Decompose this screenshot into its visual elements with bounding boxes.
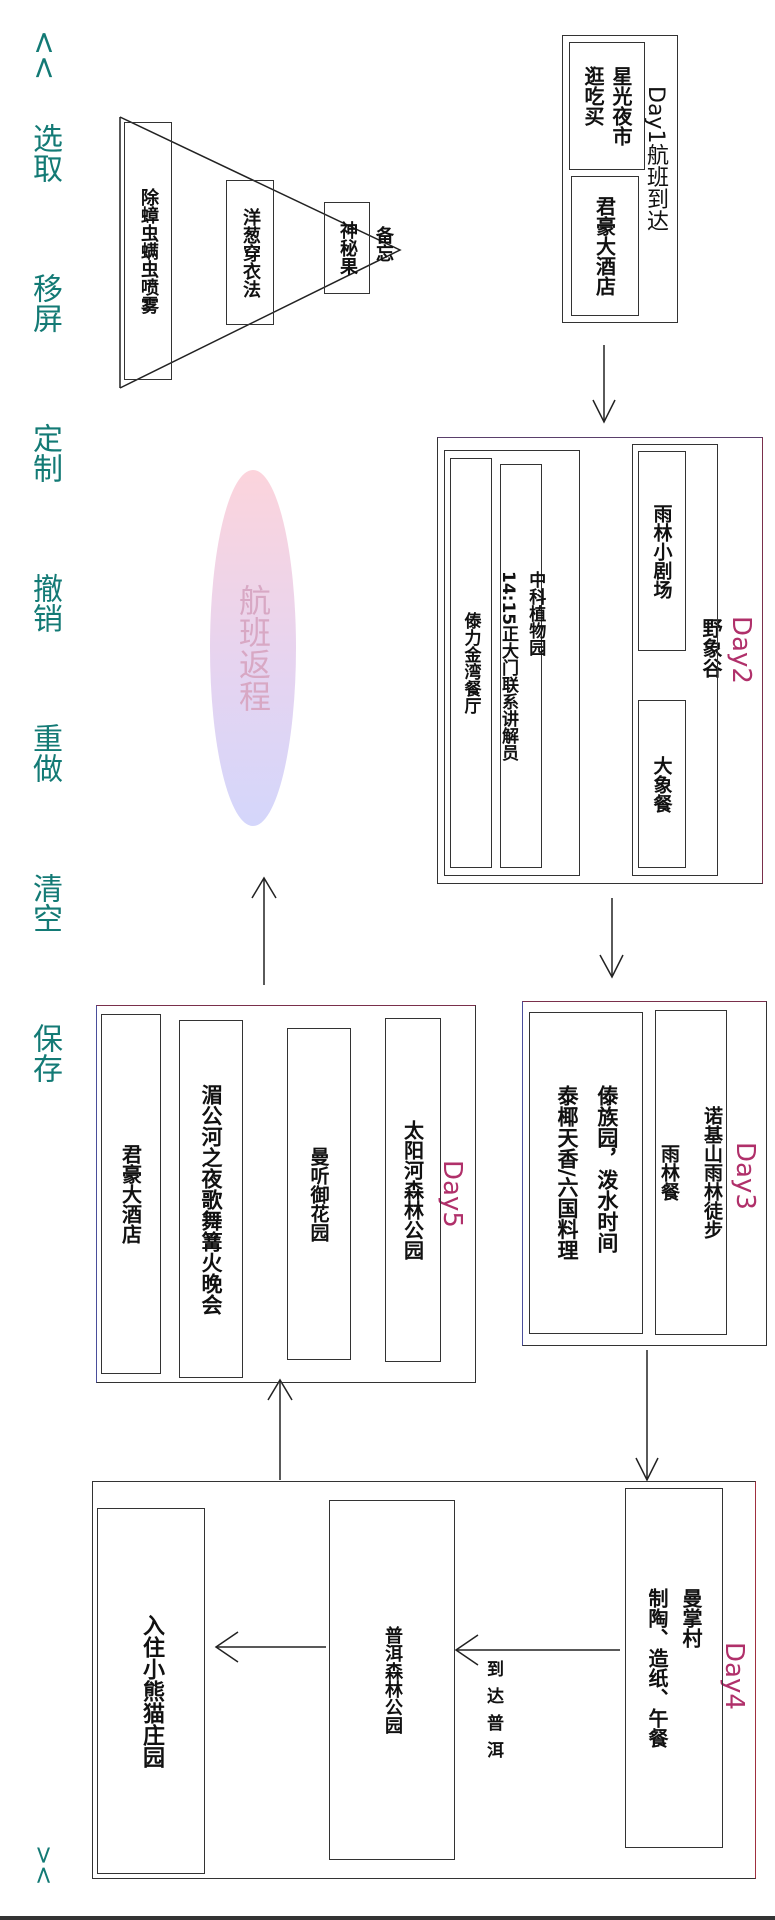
toolbar-undo-button[interactable]: 撤销 [27,573,62,633]
return-flight-node[interactable]: 航班返程 [210,470,296,826]
return-flight-label: 航班返程 [234,584,272,712]
day1-item-label: 君豪大酒店 [592,196,617,296]
collapse-toolbar-button[interactable]: << [26,29,62,81]
day1-item-label: 星光夜市 逛吃买 [581,66,633,146]
day5-title: Day5 [437,1160,467,1228]
memo-item-miracle-fruit[interactable]: 神秘果 [324,202,370,294]
memo-title: 备忘 [373,226,394,262]
day2-botanical-group [444,450,580,876]
day5-item-hotel[interactable]: 君豪大酒店 [101,1014,161,1374]
day3-item-label: 傣族园，泼水时间 泰椰天香/六国料理 [555,1085,619,1261]
day3-item-label: 雨林餐 [658,1144,680,1201]
memo-item-label: 除蟑虫螨虫喷雾 [138,188,159,314]
day3-item-dai-park[interactable]: 傣族园，泼水时间 泰椰天香/六国料理 [529,1012,643,1334]
memo-item-label: 神秘果 [337,221,358,275]
day2-item-label: 大象餐 [650,755,673,813]
day3-group[interactable]: Day3 诺基山雨林徒步 雨林餐 傣族园，泼水时间 泰椰天香/六国料理 [522,1001,767,1346]
day5-group[interactable]: Day5 太阳河森林公园 曼听御花园 湄公河之夜歌舞篝火晚会 君豪大酒店 [96,1005,476,1383]
expand-toolbar-button[interactable]: >< [30,1844,58,1886]
day4-item-label: 入住小熊猫庄园 [139,1614,164,1768]
day5-item-label: 君豪大酒店 [118,1144,143,1244]
day2-item-restaurant[interactable]: 傣力金湾餐厅 [450,458,492,868]
toolbar-save-button[interactable]: 保存 [27,1023,62,1083]
day2-title: Day2 [726,616,756,684]
day4-item-label: 曼掌村 制陶、造纸、午餐 [645,1588,703,1748]
toolbar-redo-button[interactable]: 重做 [27,723,62,783]
day4-arrow-label: 到达普洱 [483,1660,503,1768]
day4-item-manzhang-village[interactable]: 曼掌村 制陶、造纸、午餐 [625,1488,723,1848]
day1-group[interactable]: Day1航班到达 星光夜市 逛吃买 君豪大酒店 [562,35,678,323]
memo-item-label: 洋葱穿衣法 [240,207,261,298]
day5-item-label: 湄公河之夜歌舞篝火晚会 [199,1083,223,1315]
day4-title: Day4 [719,1642,749,1710]
day4-item-label: 普洱森林公园 [382,1626,403,1734]
day5-item-sun-river[interactable]: 太阳河森林公园 [385,1018,441,1362]
day5-item-mekong-night[interactable]: 湄公河之夜歌舞篝火晚会 [179,1020,243,1378]
day2-item-label: 中科植物园 14:15正大门联系讲解员 [498,570,546,762]
day2-wild-elephant-group [632,444,718,876]
toolbar-select-button[interactable]: 选取 [27,123,62,183]
day2-item-elephant-meal[interactable]: 大象餐 [638,700,686,868]
toolbar-pan-button[interactable]: 移屏 [27,273,62,333]
day1-title: Day1航班到达 [643,86,668,232]
day3-hike-group[interactable]: 诺基山雨林徒步 雨林餐 [655,1010,727,1335]
toolbar-customize-button[interactable]: 定制 [27,423,62,483]
day2-item-label: 雨林小剧场 [650,503,673,599]
day4-group[interactable]: Day4 曼掌村 制陶、造纸、午餐 到达普洱 普洱森林公园 入住小熊猫庄园 [92,1481,756,1879]
day3-subtitle: 诺基山雨林徒步 [701,1106,723,1239]
day5-item-label: 太阳河森林公园 [400,1120,425,1260]
day2-item-rainforest-theater[interactable]: 雨林小剧场 [638,451,686,651]
day4-item-puer-forest-park[interactable]: 普洱森林公园 [329,1500,455,1860]
memo-item-pest-spray[interactable]: 除蟑虫螨虫喷雾 [124,122,172,380]
toolbar-clear-button[interactable]: 清空 [27,873,62,933]
day5-item-royal-garden[interactable]: 曼听御花园 [287,1028,351,1360]
day3-title: Day3 [730,1142,760,1210]
day4-item-panda-manor[interactable]: 入住小熊猫庄园 [97,1508,205,1874]
day5-item-label: 曼听御花园 [307,1146,330,1242]
day2-subtitle: 野象谷 [699,618,723,678]
day1-item-night-market[interactable]: 星光夜市 逛吃买 [569,42,645,170]
memo-item-onion-dressing[interactable]: 洋葱穿衣法 [226,180,274,325]
day1-item-hotel[interactable]: 君豪大酒店 [571,176,639,316]
day2-item-label: 傣力金湾餐厅 [460,612,481,714]
bottom-border [0,1916,775,1920]
day2-group[interactable]: Day2 野象谷 雨林小剧场 大象餐 中科植物园 14:15正大门联系讲解员 傣… [437,437,763,884]
day2-item-botanical-garden[interactable]: 中科植物园 14:15正大门联系讲解员 [498,464,545,868]
